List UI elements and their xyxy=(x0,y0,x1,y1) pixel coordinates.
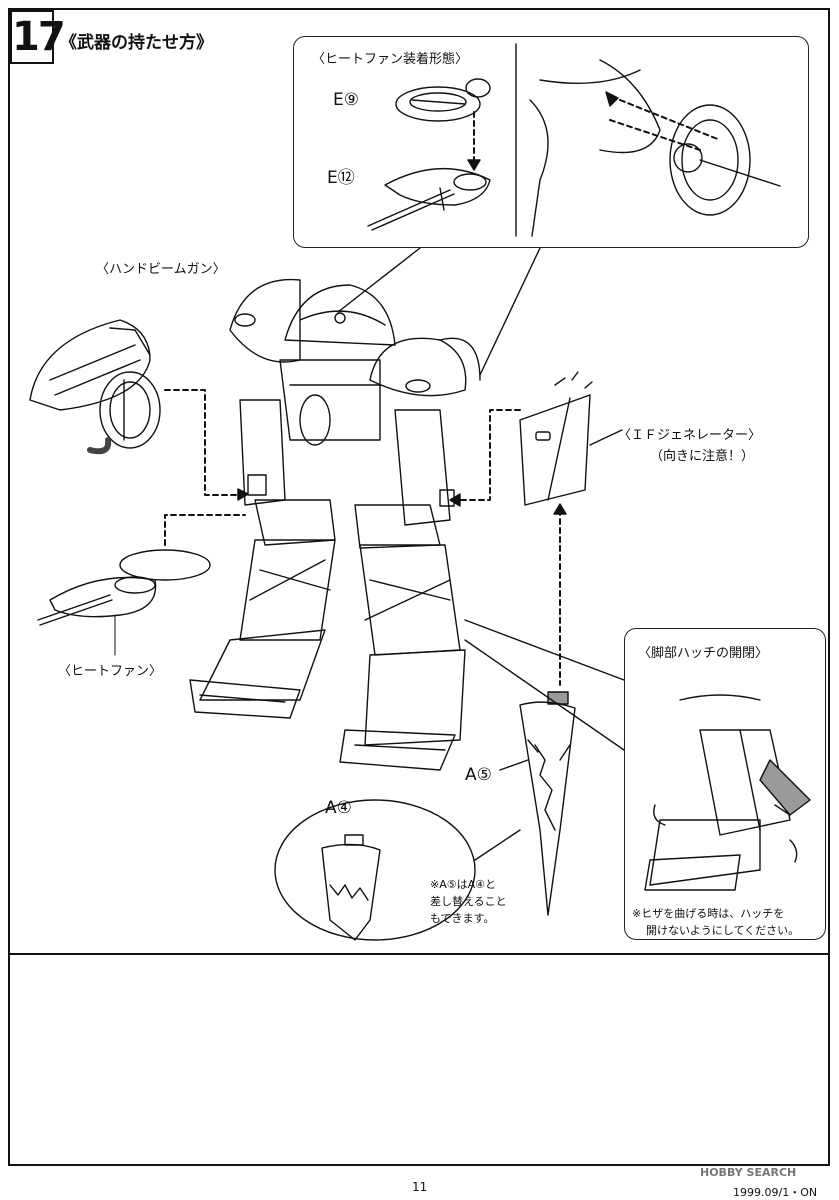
a4-note-line: もできます。 xyxy=(430,912,495,925)
dashed-arrow-fan xyxy=(164,514,246,546)
leg-hatch-note-line: ※ヒザを曲げる時は、ハッチを xyxy=(632,907,785,920)
a4-note-line: 差し替えること xyxy=(430,895,507,908)
leg-hatch-detail xyxy=(644,694,811,891)
heatfan-callout-pointer xyxy=(337,247,541,376)
dashed-arrow-gun xyxy=(164,389,241,496)
if-generator-note: （向きに注意！） xyxy=(650,449,755,464)
page-frame xyxy=(8,8,830,1166)
leg-hatch-note: ※ヒザを曲げる時は、ハッチを 開けないようにしてください。 xyxy=(632,905,799,939)
part-e12-label: E⑫ xyxy=(327,168,355,188)
dashed-arrow-ifgen xyxy=(457,409,521,501)
heatfan-mount-title: 〈ヒートファン装着形態〉 xyxy=(312,52,469,67)
if-generator-label: 〈ＩＦジェネレーター〉 xyxy=(618,428,762,443)
heat-fan-label: 〈ヒートファン〉 xyxy=(58,664,163,679)
part-a5-label: A⑤ xyxy=(465,765,492,785)
section-divider xyxy=(8,953,830,955)
hand-beam-gun-label: 〈ハンドビームガン〉 xyxy=(96,262,226,277)
step-title: 《武器の持たせ方》 xyxy=(60,33,213,53)
print-code: 1999.09/1・ON xyxy=(733,1186,818,1199)
robot-body-drawing xyxy=(189,278,481,771)
arrow-head xyxy=(467,159,481,171)
part-e12-drawing xyxy=(367,167,491,231)
heat-fan-drawing xyxy=(37,549,211,626)
part-e9-label: E⑨ xyxy=(333,90,359,110)
leg-callout-pointer xyxy=(464,619,625,751)
a4-note-line: ※A⑤はA④と xyxy=(430,878,496,891)
page-number: 11 xyxy=(412,1180,428,1194)
leg-hatch-title: 〈脚部ハッチの開閉〉 xyxy=(638,646,769,661)
shoulder-fan-detail xyxy=(529,59,781,237)
part-a5-drawing xyxy=(499,691,576,916)
a4-callout-circle xyxy=(274,799,521,941)
leg-hatch-note-line: 開けないようにしてください。 xyxy=(646,924,800,937)
a4-note: ※A⑤はA④と 差し替えること もできます。 xyxy=(430,876,507,927)
hand-beam-gun-drawing xyxy=(29,319,161,455)
hobby-search-watermark: HOBBY SEARCH xyxy=(700,1166,797,1179)
if-generator-drawing xyxy=(519,371,623,506)
part-e9-drawing xyxy=(395,78,491,122)
